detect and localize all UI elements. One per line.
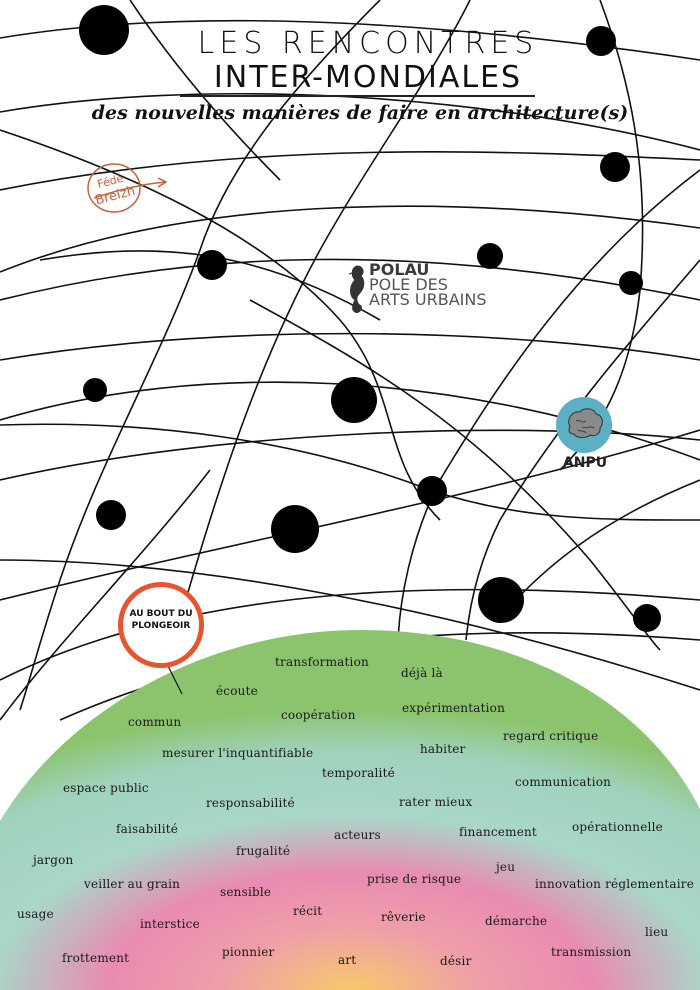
polau-logo: POLAU POLE DES ARTS URBAINS (345, 262, 495, 318)
word-prise-de-risque: prise de risque (367, 872, 462, 886)
word-faisabilite: faisabilité (116, 822, 179, 836)
word-rater-mieux: rater mieux (399, 795, 473, 809)
word-sensible: sensible (220, 885, 272, 899)
word-demarche: démarche (485, 914, 548, 928)
word-jeu: jeu (496, 860, 516, 874)
word-espace-public: espace public (63, 781, 149, 795)
word-deja-la: déjà là (401, 666, 443, 680)
plongeoir-circle (118, 582, 204, 668)
word-financement: financement (459, 825, 537, 839)
word-mesurer-inquantifiable: mesurer l'inquantifiable (162, 746, 314, 760)
title-line-2: INTER-MONDIALES (213, 60, 523, 95)
word-lieu: lieu (645, 925, 669, 939)
brain-icon (568, 408, 603, 438)
word-pionnier: pionnier (222, 945, 275, 959)
anpu-label: ANPU (562, 455, 608, 471)
word-usage: usage (17, 907, 54, 921)
word-recit: récit (293, 904, 323, 918)
subtitle: des nouvelles manières de faire en archi… (91, 102, 629, 124)
word-responsabilite: responsabilité (206, 796, 295, 810)
word-innovation-reglementaire: innovation réglementaire (535, 877, 695, 891)
word-experimentation: expérimentation (402, 701, 506, 715)
word-jargon: jargon (33, 853, 74, 867)
word-communication: communication (515, 775, 612, 789)
word-regard-critique: regard critique (503, 729, 599, 743)
anpu-logo: ANPU (556, 397, 614, 477)
word-ecoute: écoute (216, 684, 258, 698)
word-interstice: interstice (140, 917, 200, 931)
word-acteurs: acteurs (334, 828, 381, 842)
polau-line-1: POLAU (369, 260, 430, 279)
word-habiter: habiter (420, 742, 466, 756)
polau-line-3: ARTS URBAINS (369, 290, 487, 309)
word-veiller-au-grain: veiller au grain (84, 877, 181, 891)
word-cooperation: coopération (281, 708, 356, 722)
word-commun: commun (128, 715, 182, 729)
title-line-1: LES RENCONTRES (197, 26, 539, 61)
word-transmission: transmission (551, 945, 632, 959)
plongeoir-line-2: PLONGEOIR (131, 621, 191, 631)
au-bout-du-plongeoir-logo: AU BOUT DU PLONGEOIR (118, 582, 204, 668)
word-reverie: rêverie (381, 910, 426, 924)
fede-breizh-logo: Fédé Breizh (84, 158, 170, 220)
word-temporalite: temporalité (322, 766, 395, 780)
word-frugalite: frugalité (236, 844, 291, 858)
word-transformation: transformation (275, 655, 369, 669)
polau-line-2: POLE DES (369, 275, 448, 294)
plongeoir-line-1: AU BOUT DU (129, 609, 193, 619)
word-frottement: frottement (62, 951, 130, 965)
word-art: art (338, 953, 357, 967)
word-desir: désir (440, 954, 472, 968)
seahorse-icon (348, 265, 365, 313)
word-operationnelle: opérationnelle (572, 820, 663, 834)
title-rule (180, 95, 535, 97)
